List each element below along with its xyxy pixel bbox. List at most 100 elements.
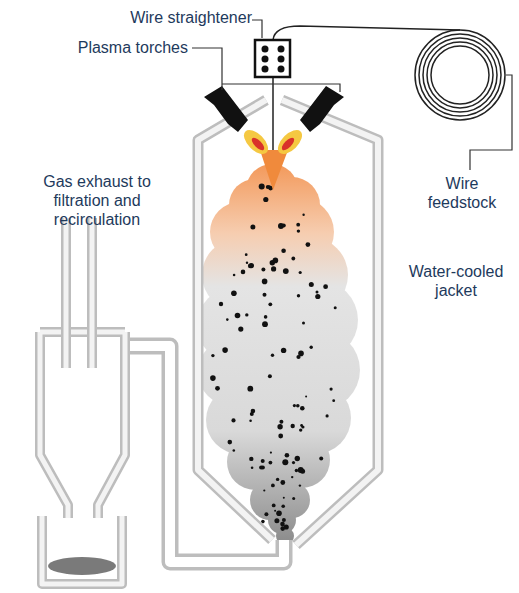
- particle: [233, 274, 236, 277]
- part-label: Water-cooled jacket: [404, 262, 508, 300]
- particle: [269, 461, 273, 465]
- particle: [319, 457, 323, 461]
- particle: [238, 327, 243, 332]
- particle: [326, 414, 329, 417]
- particle: [299, 428, 302, 431]
- part-label: Wire feedstock: [420, 174, 504, 212]
- particle: [292, 497, 295, 500]
- particle: [215, 386, 220, 391]
- particle: [332, 399, 335, 402]
- particle: [270, 452, 272, 454]
- plasma-flames: [240, 126, 307, 190]
- particle: [334, 306, 337, 309]
- plasma-torch: [204, 86, 248, 132]
- particle: [262, 321, 268, 327]
- particle: [251, 467, 254, 470]
- particle: [261, 459, 265, 463]
- chamber-walls: [40, 100, 378, 584]
- wire-coil: [415, 30, 505, 120]
- leader-lines: [192, 20, 512, 170]
- particle: [261, 267, 265, 271]
- particle: [266, 185, 270, 189]
- particle: [302, 214, 304, 216]
- particle: [250, 225, 255, 230]
- particle: [301, 425, 304, 428]
- straightener-rollers: [262, 46, 285, 73]
- particle: [297, 229, 300, 232]
- particle: [210, 375, 216, 381]
- particle: [299, 271, 302, 274]
- particle: [246, 262, 248, 264]
- particle: [274, 518, 279, 523]
- particle: [309, 282, 314, 287]
- particle: [296, 223, 300, 227]
- particle: [231, 418, 235, 422]
- particle: [282, 223, 286, 227]
- part-label: Wire straightener: [96, 8, 252, 27]
- particle: [305, 396, 307, 398]
- particle: [323, 284, 328, 289]
- particle: [282, 518, 286, 522]
- particle: [276, 510, 282, 516]
- particle: [245, 253, 248, 256]
- part-label: Plasma torches: [20, 38, 188, 57]
- particle: [280, 522, 285, 527]
- particle: [268, 374, 272, 378]
- collected-powder: [48, 557, 116, 575]
- particle: [264, 512, 268, 516]
- particle: [228, 440, 233, 445]
- particle: [306, 242, 311, 247]
- particle: [263, 293, 267, 297]
- particle: [231, 290, 237, 296]
- particle: [222, 347, 228, 353]
- particle: [219, 302, 223, 306]
- particle: [292, 461, 295, 464]
- particle: [263, 197, 268, 202]
- particle: [273, 258, 279, 264]
- particle: [264, 315, 268, 319]
- particle: [259, 184, 265, 190]
- particle: [247, 386, 253, 392]
- particle: [245, 313, 248, 316]
- particle: [285, 453, 290, 458]
- particle: [295, 469, 298, 472]
- particle: [300, 406, 305, 411]
- particle: [300, 469, 305, 474]
- particle: [283, 268, 289, 274]
- particle: [291, 257, 295, 261]
- particle: [310, 346, 313, 349]
- particle: [262, 279, 268, 285]
- particle: [250, 412, 254, 416]
- plasma-torch: [300, 86, 344, 132]
- particle: [276, 478, 279, 481]
- particle: [297, 294, 300, 297]
- particle: [296, 355, 300, 359]
- particle: [274, 510, 276, 512]
- particle: [271, 484, 275, 488]
- particle: [249, 263, 254, 268]
- particle: [279, 420, 283, 424]
- particle: [281, 504, 285, 508]
- particle: [272, 504, 276, 508]
- powder-particles: [210, 184, 337, 531]
- particle: [277, 424, 282, 429]
- particle: [295, 456, 300, 461]
- particle: [316, 290, 319, 293]
- particle: [235, 313, 241, 319]
- part-label: Gas exhaust to filtration and recirculat…: [22, 172, 172, 229]
- particle: [282, 459, 288, 465]
- particle: [248, 264, 253, 269]
- wire-straightener: [255, 40, 290, 77]
- particle: [268, 302, 272, 306]
- particle: [271, 354, 274, 357]
- particle: [281, 348, 286, 353]
- particle: [271, 266, 276, 271]
- particle: [283, 497, 285, 499]
- particle: [293, 404, 296, 407]
- particle: [330, 388, 333, 391]
- particle: [226, 318, 229, 321]
- wire: [273, 26, 460, 165]
- particle: [249, 457, 253, 461]
- particle: [291, 424, 295, 428]
